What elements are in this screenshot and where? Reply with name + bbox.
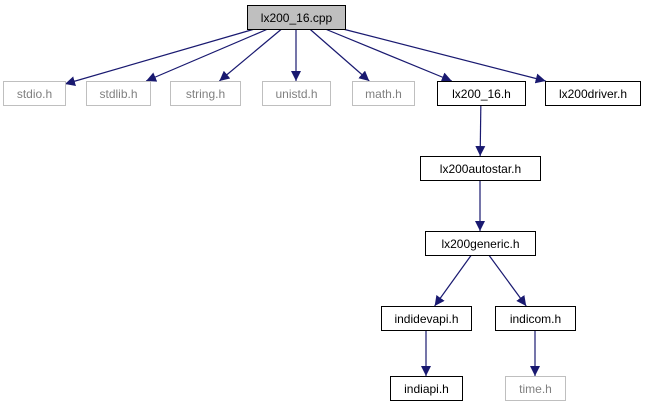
edge-lx200-16-cpp-to-math-h: [309, 28, 370, 82]
edge-lx200-16-cpp-to-lx200driver-h: [342, 28, 546, 84]
node-label: lx200_16.cpp: [261, 11, 333, 25]
edge-lx200-16-h-to-lx200autostar-h: [475, 104, 486, 157]
node-label: indiapi.h: [404, 382, 449, 396]
node-lx200-16-cpp[interactable]: lx200_16.cpp: [247, 5, 346, 30]
node-label: lx200autostar.h: [440, 162, 521, 176]
node-box: [425, 231, 536, 256]
node-label: unistd.h: [275, 87, 317, 101]
node-box: [420, 156, 541, 181]
edge-lx200generic-h-to-indidevapi-h: [434, 254, 472, 307]
node-box: [3, 81, 66, 106]
edge-lx200-16-cpp-to-stdlib-h: [145, 28, 269, 82]
node-lx200autostar-h[interactable]: lx200autostar.h: [420, 156, 541, 181]
node-time-h[interactable]: time.h: [505, 376, 566, 401]
edges-layer: [64, 28, 546, 376]
node-box: [505, 376, 566, 401]
node-math-h[interactable]: math.h: [352, 81, 415, 106]
node-label: lx200driver.h: [559, 87, 627, 101]
node-box: [437, 81, 526, 106]
node-label: lx200_16.h: [452, 87, 511, 101]
node-stdio-h[interactable]: stdio.h: [3, 81, 66, 106]
edge-lx200-16-cpp-to-string-h: [218, 28, 283, 82]
node-unistd-h[interactable]: unistd.h: [262, 81, 331, 106]
node-label: indicom.h: [510, 312, 561, 326]
node-label: stdlib.h: [99, 87, 137, 101]
node-box: [381, 306, 472, 331]
node-box: [262, 81, 331, 106]
edge-lx200-16-cpp-to-stdio-h: [64, 28, 255, 87]
node-indiapi-h[interactable]: indiapi.h: [390, 376, 463, 401]
edge-lx200generic-h-to-indicom-h: [488, 254, 527, 307]
node-indidevapi-h[interactable]: indidevapi.h: [381, 306, 472, 331]
edge-lx200-16-cpp-to-lx200-16-h: [324, 28, 453, 82]
node-label: lx200generic.h: [441, 237, 519, 251]
node-label: stdio.h: [17, 87, 52, 101]
node-indicom-h[interactable]: indicom.h: [495, 306, 576, 331]
node-label: math.h: [365, 87, 402, 101]
node-box: [390, 376, 463, 401]
node-lx200-16-h[interactable]: lx200_16.h: [437, 81, 526, 106]
node-box: [545, 81, 641, 106]
node-lx200generic-h[interactable]: lx200generic.h: [425, 231, 536, 256]
node-stdlib-h[interactable]: stdlib.h: [86, 81, 151, 106]
node-label: string.h: [186, 87, 225, 101]
node-box: [170, 81, 241, 106]
node-lx200driver-h[interactable]: lx200driver.h: [545, 81, 641, 106]
node-string-h[interactable]: string.h: [170, 81, 241, 106]
node-label: indidevapi.h: [394, 312, 458, 326]
node-box: [495, 306, 576, 331]
nodes-layer: lx200_16.cpp stdio.h stdlib.h string.h unist…: [3, 5, 641, 401]
node-box: [247, 5, 346, 30]
node-label: time.h: [519, 382, 552, 396]
node-box: [86, 81, 151, 106]
node-box: [352, 81, 415, 106]
